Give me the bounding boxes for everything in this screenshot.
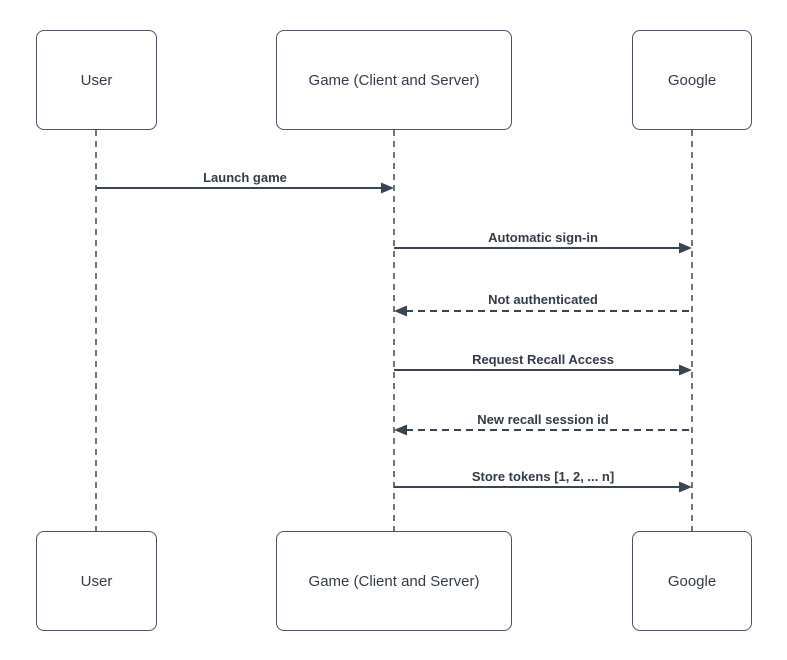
arrowhead-right-icon <box>381 182 394 194</box>
actor-box-user-top: User <box>36 30 157 130</box>
actor-label-user: User <box>80 71 113 89</box>
arrowhead-left-icon <box>394 305 407 317</box>
arrowhead-right-icon <box>679 242 692 254</box>
actor-label-google: Google <box>667 71 717 89</box>
actor-box-game-bottom: Game (Client and Server) <box>276 531 512 631</box>
arrowhead-right-icon <box>679 364 692 376</box>
arrowhead-right-icon <box>679 481 692 493</box>
message-label-request-recall-access: Request Recall Access <box>472 352 614 367</box>
message-label-store-tokens: Store tokens [1, 2, ... n] <box>471 469 615 484</box>
message-label-launch-game: Launch game <box>203 170 287 185</box>
actor-label-game: Game (Client and Server) <box>308 572 480 590</box>
arrowhead-left-icon <box>394 424 407 436</box>
message-label-new-recall-session-id: New recall session id <box>477 412 609 427</box>
actor-box-game-top: Game (Client and Server) <box>276 30 512 130</box>
actor-box-google-bottom: Google <box>632 531 752 631</box>
message-label-automatic-sign-in: Automatic sign-in <box>488 230 598 245</box>
actor-label-game: Game (Client and Server) <box>308 71 480 89</box>
message-label-not-authenticated: Not authenticated <box>488 292 598 307</box>
actor-label-google: Google <box>667 572 717 590</box>
actor-label-user: User <box>80 572 113 590</box>
actor-box-google-top: Google <box>632 30 752 130</box>
actor-box-user-bottom: User <box>36 531 157 631</box>
